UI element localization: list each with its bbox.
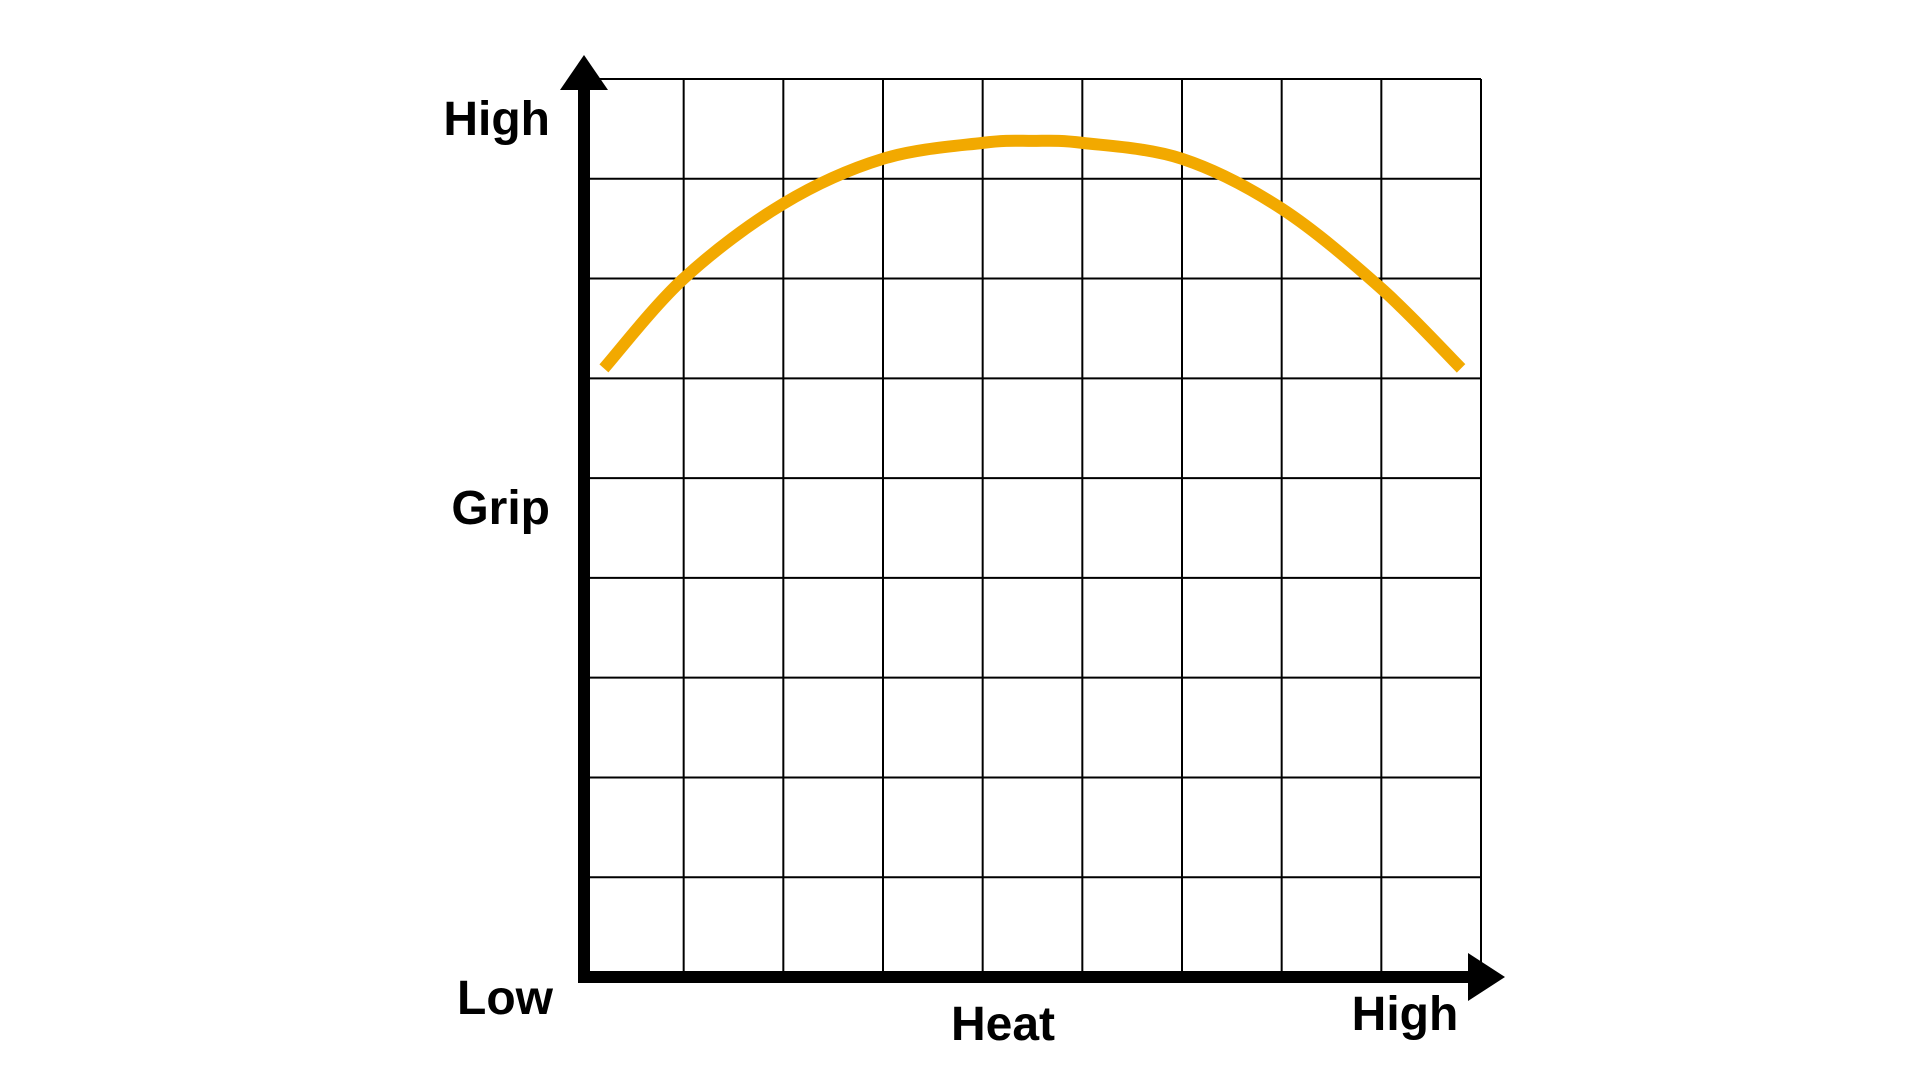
- grid: [583, 78, 1482, 978]
- axes: [560, 55, 1505, 1001]
- series-layer: [599, 134, 1466, 373]
- series-line-grip-curve: [599, 134, 1466, 373]
- x-axis-label: Heat: [951, 998, 1055, 1051]
- y-tick-label-high: High: [443, 93, 550, 146]
- x-tick-label-high: High: [1352, 988, 1459, 1041]
- x-tick-label-low: Low: [457, 972, 554, 1025]
- x-axis-arrowhead: [1468, 953, 1505, 1001]
- y-axis-label: Grip: [451, 482, 550, 535]
- labels: High Grip Low Heat High: [443, 93, 1458, 1051]
- y-axis-arrowhead: [560, 55, 608, 90]
